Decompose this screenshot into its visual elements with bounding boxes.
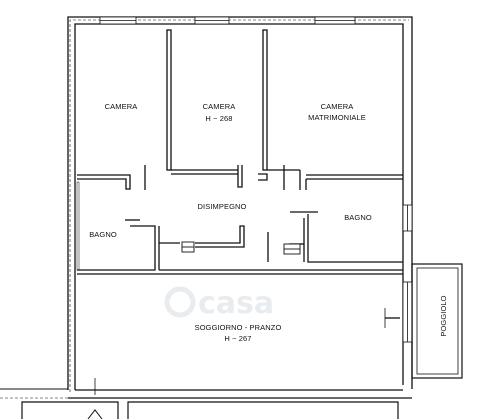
room-label-matrimoniale-1: CAMERA [321, 102, 354, 111]
room-label-camera: CAMERA [105, 102, 138, 111]
entrance-arrow-icon [87, 409, 103, 419]
room-label-soggiorno: SOGGIORNO - PRANZO [195, 323, 282, 332]
outer-walls [0, 16, 413, 399]
room-label-disimpegno: DISIMPEGNO [198, 202, 247, 211]
watermark-logo-icon [164, 286, 196, 318]
watermark: casa [164, 286, 274, 321]
room-height-camera-2: H ~ 268 [205, 114, 232, 123]
room-label-camera-2: CAMERA [203, 102, 236, 111]
room-label-matrimoniale-2: MATRIMONIALE [308, 113, 366, 122]
room-label-bagno-right: BAGNO [344, 213, 372, 222]
entrance [21, 401, 399, 419]
room-label-poggiolo: POGGIOLO [439, 295, 448, 336]
fixtures [76, 181, 301, 271]
room-label-bagno-left: BAGNO [89, 230, 117, 239]
interior-walls [77, 29, 403, 395]
room-height-soggiorno: H ~ 267 [224, 334, 251, 343]
windows-top [99, 16, 356, 25]
window-right [402, 204, 413, 343]
balcony [411, 263, 463, 379]
room-labels: CAMERA CAMERA H ~ 268 CAMERA MATRIMONIAL… [89, 102, 448, 343]
watermark-text: casa [198, 286, 274, 321]
